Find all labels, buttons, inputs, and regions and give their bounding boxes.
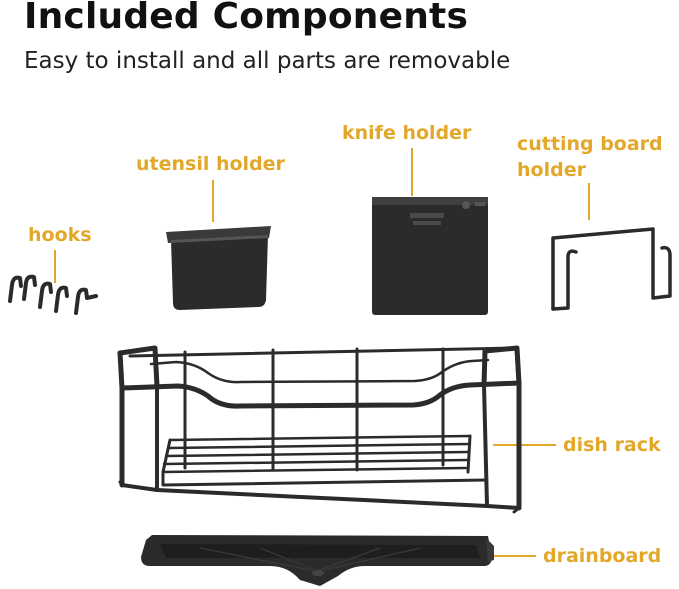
dish-rack-image [117,345,522,514]
hooks-label: hooks [28,224,92,246]
hook-3 [38,281,53,309]
hook-2 [22,274,37,301]
knife-holder-label: knife holder [342,122,472,144]
hook-5 [74,287,98,315]
dish-rack-label: dish rack [563,434,661,456]
hook-4 [54,285,69,313]
cutting-board-holder-label-line1: cutting board [517,133,663,155]
leader-lines [54,148,590,557]
knife-holder-image [372,197,488,315]
utensil-holder-image [166,226,271,310]
cutting-board-holder-label-line2: holder [517,159,586,181]
hooks-image [8,274,98,315]
page-title: Included Components [24,0,469,37]
drainboard-label: drainboard [543,545,662,567]
hook-1 [8,275,23,303]
page-subtitle: Easy to install and all parts are remova… [24,48,511,74]
utensil-holder-label: utensil holder [136,153,285,175]
cutting-board-holder-image [551,227,672,311]
drainboard-image [141,535,494,586]
